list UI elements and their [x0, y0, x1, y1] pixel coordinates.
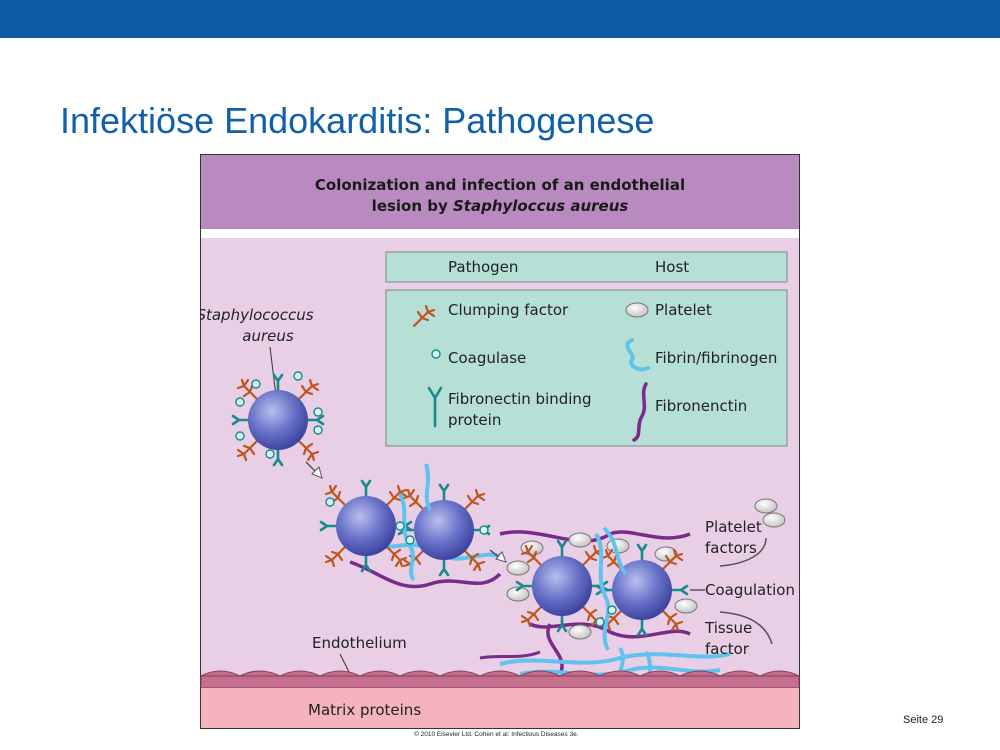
- page-number: Seite 29: [903, 714, 944, 726]
- platelet-factors-arrow: [719, 537, 767, 567]
- matrix-proteins-label: Matrix proteins: [308, 701, 421, 719]
- platelet-factors-line1: Platelet: [705, 518, 762, 536]
- figure-header-line1: Colonization and infection of an endothe…: [315, 176, 685, 194]
- figure-svg: Colonization and infection of an endothe…: [196, 154, 800, 729]
- tissue-factor-arrow: [719, 611, 773, 645]
- top-banner: [0, 0, 1000, 38]
- fibrin-icon: [625, 338, 650, 372]
- platelet-icon: [625, 302, 649, 318]
- legend-platelet: Platelet: [655, 301, 712, 319]
- slide-title: Infektiöse Endokarditis: Pathogenese: [60, 100, 655, 141]
- coagulase-icon: [431, 349, 441, 359]
- copyright-note: © 2010 Elsevier Ltd. Cohen et al: Infect…: [414, 731, 579, 738]
- arrow-head-2: [495, 551, 507, 563]
- organism-label-line2: aureus: [242, 327, 294, 345]
- legend-pathogen-heading: Pathogen: [448, 258, 518, 276]
- legend-coagulase: Coagulase: [448, 349, 526, 367]
- organism-label-line1: Staphylococcus: [200, 306, 314, 324]
- legend-body-box: [385, 289, 788, 447]
- bacteria-cluster-1: [321, 463, 502, 589]
- fibronectin-icon: [632, 382, 648, 442]
- platelet-factors-line2: factors: [705, 539, 757, 557]
- organism-pointer-line: [269, 346, 277, 397]
- figure-header-line2: lesion by Staphyloccus aureus: [372, 197, 629, 215]
- tissue-factor-line1: Tissue: [704, 619, 752, 637]
- endothelium-cells: [200, 670, 800, 689]
- pathogenesis-figure: Colonization and infection of an endothe…: [196, 154, 800, 729]
- figure-header: [201, 155, 799, 229]
- legend-fnbp-line2: protein: [448, 411, 501, 429]
- fnbp-icon: [427, 386, 443, 428]
- tissue-factor-line2: factor: [705, 640, 750, 658]
- legend-heading-box: [385, 251, 788, 283]
- legend-fibrin: Fibrin/fibrinogen: [655, 349, 777, 367]
- arrow-head-1: [311, 466, 323, 479]
- legend-fibronectin: Fibronenctin: [655, 397, 747, 415]
- header-divider: [201, 229, 799, 238]
- thrombus-cluster: [499, 526, 698, 675]
- coagulation-label: Coagulation: [705, 581, 795, 599]
- endothelium-label: Endothelium: [312, 634, 407, 652]
- matrix-band: [201, 688, 799, 728]
- legend-host-heading: Host: [655, 258, 689, 276]
- legend-fnbp-line1: Fibronectin binding: [448, 390, 591, 408]
- legend-clumping-factor: Clumping factor: [448, 301, 569, 319]
